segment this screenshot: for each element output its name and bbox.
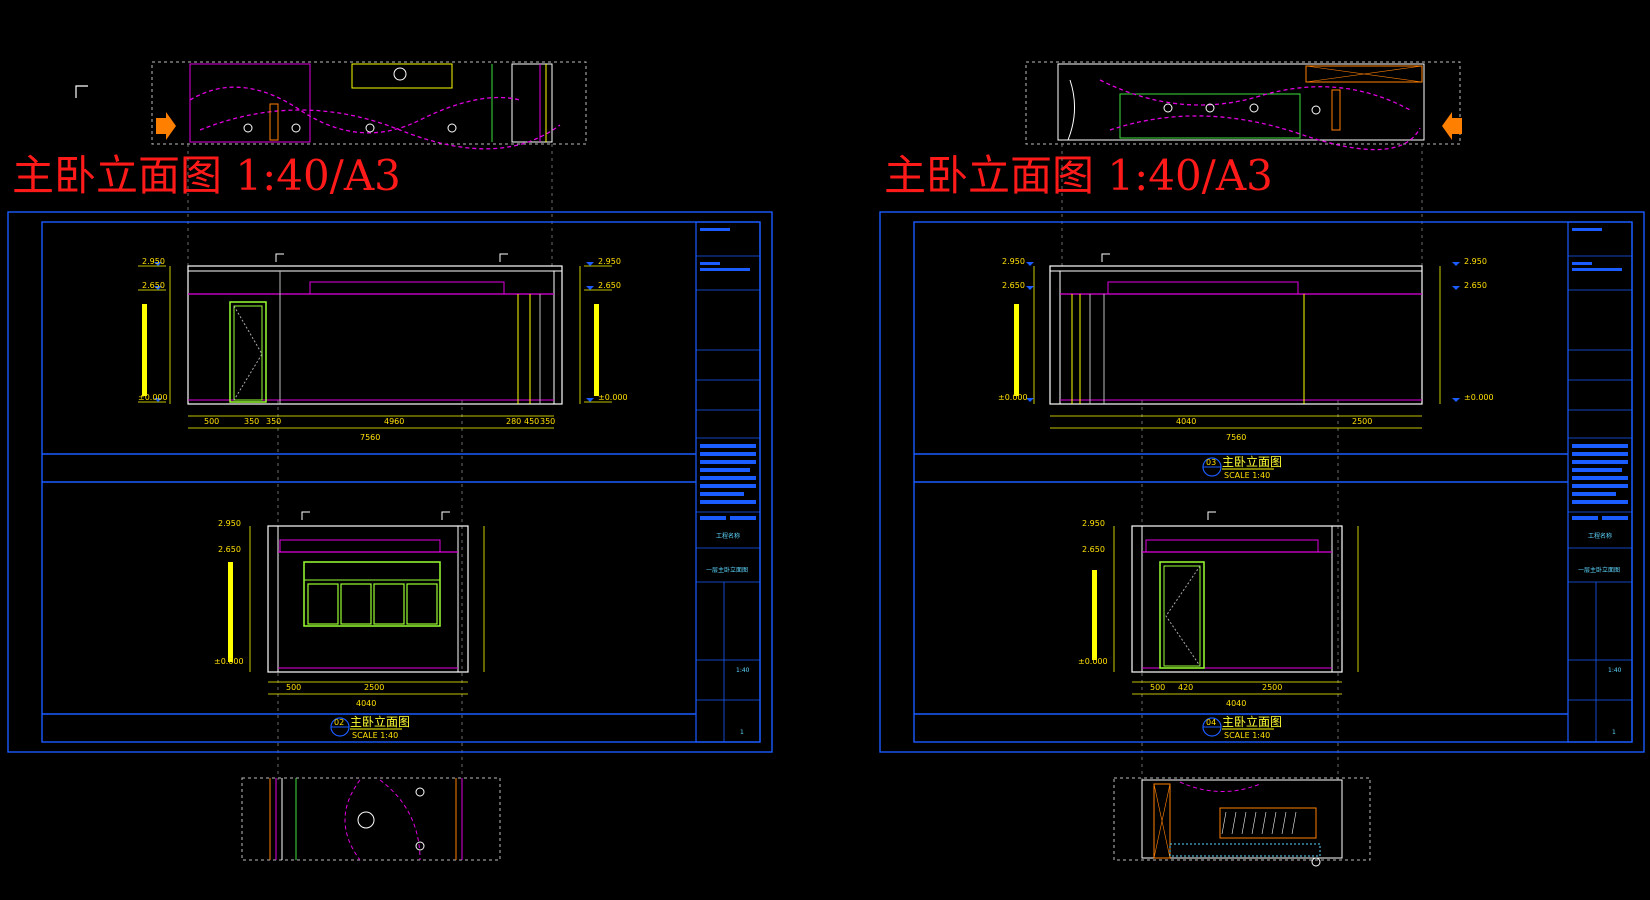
svg-text:420: 420 — [1178, 683, 1193, 692]
svg-text:7560: 7560 — [360, 433, 380, 442]
svg-text:2.650: 2.650 — [1464, 281, 1487, 290]
svg-text:500: 500 — [204, 417, 219, 426]
svg-text:2.950: 2.950 — [598, 257, 621, 266]
svg-text:350: 350 — [244, 417, 259, 426]
sheet-title-right: 主卧立面图 1:40/A3 — [884, 151, 1273, 200]
svg-text:2.950: 2.950 — [142, 257, 165, 266]
plan-fragment-bottom-left — [241, 777, 501, 861]
project-name-label: 工程名称 — [716, 532, 740, 540]
view-label-03: 03 主卧立面图 SCALE 1:40 — [1202, 454, 1282, 480]
sheet-frame-outer-right — [879, 211, 1645, 753]
plan-fragment-bottom-right — [1113, 777, 1371, 867]
svg-text:03: 03 — [1206, 458, 1216, 467]
sheet-title-left: 主卧立面图 1:40/A3 — [12, 151, 401, 200]
svg-text:1:40: 1:40 — [1608, 667, 1622, 674]
svg-text:4040: 4040 — [1176, 417, 1196, 426]
svg-text:2500: 2500 — [364, 683, 384, 692]
svg-text:4960: 4960 — [384, 417, 404, 426]
svg-text:2.650: 2.650 — [218, 545, 241, 554]
elevation-upper-left: 2.950 2.650 ±0.000 2.950 2.650 ±0.000 75… — [138, 253, 628, 442]
svg-text:350: 350 — [540, 417, 555, 426]
svg-text:±0.000: ±0.000 — [598, 393, 628, 402]
sheet-number-label: 1 — [740, 729, 744, 736]
svg-text:±0.000: ±0.000 — [1464, 393, 1494, 402]
title-block-right: 工程名称 一层主卧立面图 1:40 1 — [1567, 221, 1633, 743]
elevation-lower-right: 2.950 2.650 ±0.000 4040 500 420 2500 — [1078, 511, 1359, 708]
drawing-name-label: 一层主卧立面图 — [706, 566, 748, 574]
svg-text:一层主卧立面图: 一层主卧立面图 — [1578, 566, 1620, 574]
elevation-lower-left: 2.950 2.650 ±0.000 4040 500 2500 — [214, 511, 485, 708]
svg-text:2.950: 2.950 — [1464, 257, 1487, 266]
view-title-02: 主卧立面图 — [350, 714, 410, 729]
view-title-03: 主卧立面图 — [1222, 454, 1282, 469]
svg-text:280: 280 — [506, 417, 521, 426]
title-block-left: 工程名称 一层主卧立面图 1:40 1 — [695, 221, 761, 743]
svg-text:500: 500 — [1150, 683, 1165, 692]
svg-text:2.650: 2.650 — [1002, 281, 1025, 290]
svg-text:04: 04 — [1206, 718, 1216, 727]
svg-text:2.650: 2.650 — [598, 281, 621, 290]
svg-text:±0.000: ±0.000 — [1078, 657, 1108, 666]
svg-text:2.950: 2.950 — [1002, 257, 1025, 266]
svg-text:1: 1 — [1612, 729, 1616, 736]
svg-text:工程名称: 工程名称 — [1588, 532, 1612, 540]
svg-text:2.950: 2.950 — [218, 519, 241, 528]
view-label-02: 02 主卧立面图 SCALE 1:40 — [330, 714, 410, 740]
plan-fragment-top-right — [1025, 61, 1462, 151]
svg-text:±0.000: ±0.000 — [214, 657, 244, 666]
svg-text:7560: 7560 — [1226, 433, 1246, 442]
svg-text:350: 350 — [266, 417, 281, 426]
view-title-04: 主卧立面图 — [1222, 714, 1282, 729]
svg-text:450: 450 — [524, 417, 539, 426]
svg-text:2500: 2500 — [1352, 417, 1372, 426]
svg-text:SCALE 1:40: SCALE 1:40 — [352, 731, 398, 740]
svg-text:2.950: 2.950 — [1082, 519, 1105, 528]
svg-text:02: 02 — [334, 718, 344, 727]
sheet-frame-outer-left — [7, 211, 773, 753]
right-sheet[interactable]: 主卧立面图 1:40/A3 — [879, 61, 1645, 867]
svg-text:4040: 4040 — [1226, 699, 1246, 708]
scale-value-label: 1:40 — [736, 667, 750, 674]
svg-text:500: 500 — [286, 683, 301, 692]
view-direction-arrow-icon — [156, 112, 176, 140]
left-sheet[interactable]: 主卧立面图 1:40/A3 — [7, 61, 773, 861]
svg-text:SCALE 1:40: SCALE 1:40 — [1224, 471, 1270, 480]
svg-text:±0.000: ±0.000 — [998, 393, 1028, 402]
plan-fragment-top-left — [151, 61, 587, 150]
svg-text:2500: 2500 — [1262, 683, 1282, 692]
svg-text:SCALE 1:40: SCALE 1:40 — [1224, 731, 1270, 740]
view-direction-arrow-icon — [1442, 112, 1462, 140]
elevation-upper-right: 2.950 2.650 ±0.000 2.950 2.650 ±0.000 75… — [998, 253, 1494, 442]
svg-text:±0.000: ±0.000 — [138, 393, 168, 402]
svg-text:4040: 4040 — [356, 699, 376, 708]
crosshair-cursor-icon — [75, 85, 88, 98]
svg-text:2.650: 2.650 — [142, 281, 165, 290]
svg-text:2.650: 2.650 — [1082, 545, 1105, 554]
view-label-04: 04 主卧立面图 SCALE 1:40 — [1202, 714, 1282, 740]
